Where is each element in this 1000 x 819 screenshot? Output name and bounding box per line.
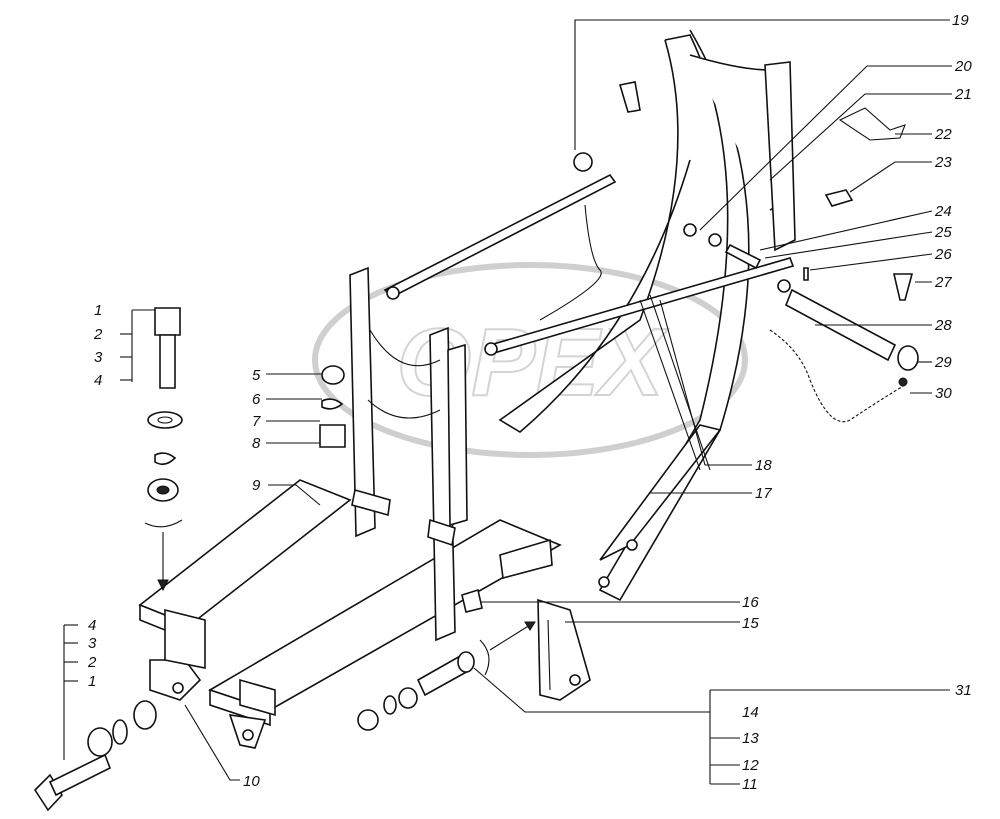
- callout-27: 27: [934, 274, 952, 291]
- callout-29: 29: [934, 354, 952, 371]
- callout-labels: 1 2 3 4 5 6 7 8 9 10 11 12 13 14 15 16 1…: [87, 12, 972, 793]
- callout-17: 17: [755, 485, 772, 502]
- rods-and-cables: [383, 173, 906, 471]
- callout-19: 19: [952, 12, 969, 29]
- bolt-set-bottom-left: [33, 700, 157, 812]
- callout-23: 23: [934, 154, 952, 171]
- callout-24: 24: [934, 203, 952, 220]
- callout-22: 22: [934, 126, 952, 143]
- callout-25: 25: [934, 224, 952, 241]
- callout-15: 15: [742, 615, 759, 632]
- bolt-set-left: [144, 307, 346, 592]
- callout-lower-3: 3: [88, 635, 97, 652]
- callout-26: 26: [934, 246, 952, 263]
- callout-13: 13: [742, 730, 759, 747]
- callout-12: 12: [742, 757, 759, 774]
- callout-9: 9: [252, 477, 261, 494]
- callout-30: 30: [935, 385, 952, 402]
- leader-lines: [63, 19, 952, 785]
- callout-21: 21: [954, 86, 972, 103]
- callout-18: 18: [755, 457, 772, 474]
- callout-3: 3: [94, 349, 103, 366]
- callout-11: 11: [742, 776, 758, 793]
- frame-rails: [138, 479, 562, 749]
- callout-lower-4: 4: [88, 617, 96, 634]
- callout-1: 1: [94, 302, 102, 319]
- callout-4: 4: [94, 372, 102, 389]
- callout-lower-1: 1: [88, 673, 96, 690]
- vertical-posts: [349, 266, 468, 642]
- callout-14: 14: [742, 704, 759, 721]
- callout-20: 20: [954, 58, 972, 75]
- callout-10: 10: [243, 773, 260, 790]
- callout-6: 6: [252, 391, 261, 408]
- callout-lower-2: 2: [87, 654, 97, 671]
- callout-5: 5: [252, 367, 261, 384]
- callout-2: 2: [93, 326, 103, 343]
- callout-28: 28: [934, 317, 952, 334]
- bracket-and-bolt-set: [357, 538, 591, 731]
- callout-7: 7: [252, 413, 261, 430]
- callout-31: 31: [955, 682, 972, 699]
- callout-16: 16: [742, 594, 759, 611]
- callout-8: 8: [252, 435, 261, 452]
